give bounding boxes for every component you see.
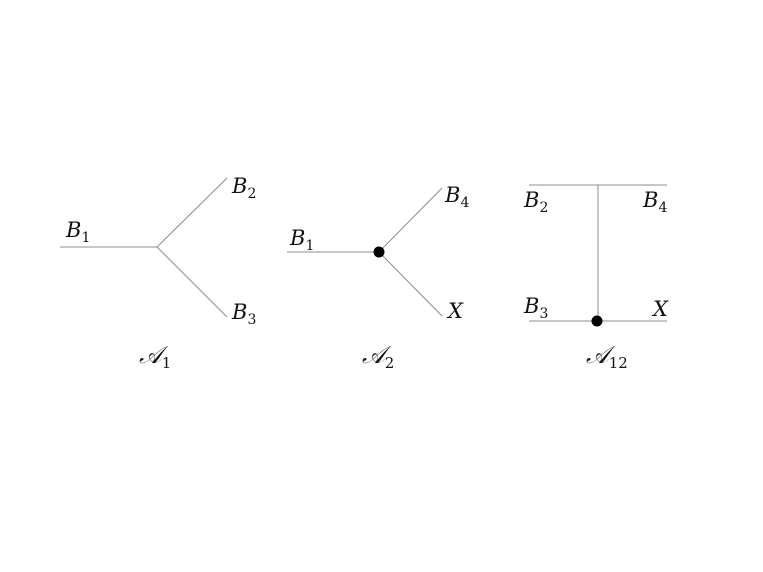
- a2-label-upper: B4: [444, 183, 469, 211]
- a1-label-lower: B3: [231, 300, 256, 328]
- a1-label-left: B1: [65, 218, 90, 246]
- diagram-a1: B1 B2 B3 𝒜1: [60, 174, 256, 372]
- diagram-a12: B2 B4 B3 X 𝒜12: [523, 184, 669, 372]
- a2-vertex-dot: [373, 246, 385, 258]
- a1-caption: 𝒜1: [139, 341, 171, 372]
- a12-label-bottom-right: X: [651, 297, 669, 321]
- diagram-a2: B1 B4 X 𝒜2: [287, 183, 469, 372]
- a12-caption: 𝒜12: [586, 341, 628, 372]
- a2-label-left: B1: [289, 226, 314, 254]
- a12-vertex-dot: [591, 315, 603, 327]
- a2-caption: 𝒜2: [362, 341, 394, 372]
- a2-label-lower: X: [446, 299, 464, 323]
- a1-label-upper: B2: [231, 174, 256, 202]
- a1-lower-line: [156, 246, 228, 318]
- a2-upper-line: [378, 187, 443, 253]
- a1-upper-line: [156, 177, 228, 248]
- a12-label-top-right: B4: [642, 188, 667, 216]
- a2-lower-line: [378, 251, 443, 317]
- a12-label-top-left: B2: [523, 188, 548, 216]
- a12-label-bottom-left: B3: [523, 294, 548, 322]
